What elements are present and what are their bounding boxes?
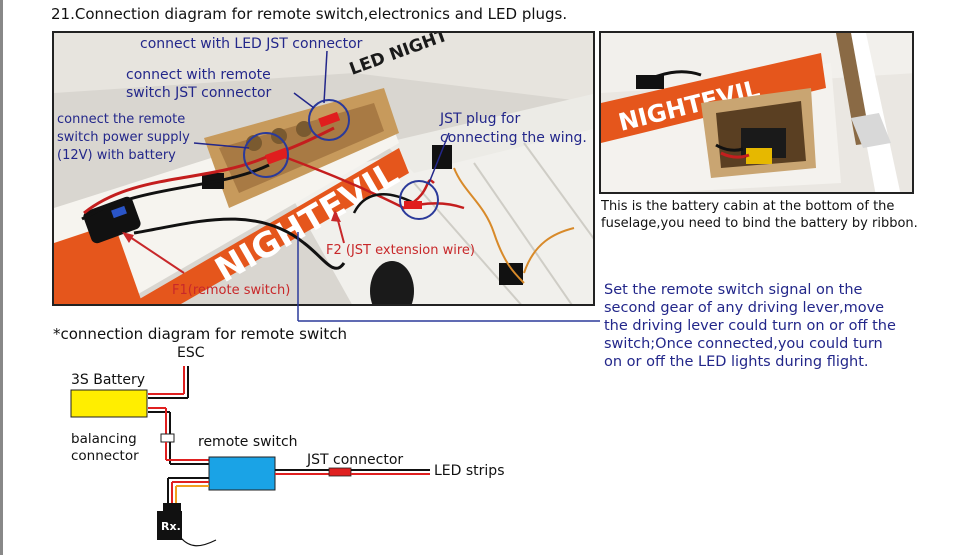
label-f1: F1(remote switch) xyxy=(172,283,291,298)
label-wing-1: JST plug for xyxy=(440,111,521,127)
side-photo-caption-1: This is the battery cabin at the bottom … xyxy=(601,199,895,214)
page-edge-bar xyxy=(0,0,3,555)
main-photo-illustration: NIGHTEVIL LED NIGHT xyxy=(54,33,593,304)
label-led-jst: connect with LED JST connector xyxy=(140,36,363,52)
side-photo-caption-2: fuselage,you need to bind the battery by… xyxy=(601,216,918,231)
rx-label: Rx. xyxy=(161,520,181,533)
remote-switch-box xyxy=(208,456,276,491)
diagram-battery-label: 3S Battery xyxy=(71,372,146,388)
page-heading: 21.Connection diagram for remote switch,… xyxy=(51,5,568,23)
jst-connector xyxy=(328,467,352,477)
note-line-5: on or off the LED lights during flight. xyxy=(604,354,869,370)
note-line-1: Set the remote switch signal on the xyxy=(604,282,863,298)
diagram-remote-switch-label: remote switch xyxy=(198,434,298,450)
balancing-connector xyxy=(160,433,175,443)
label-f2: F2 (JST extension wire) xyxy=(326,243,475,258)
diagram-jst-label: JST connector xyxy=(307,452,404,468)
note-line-3: the driving lever could turn on or off t… xyxy=(604,318,896,334)
side-photo: NIGHTEVIL xyxy=(599,31,914,194)
diagram-balancing-label-1: balancing xyxy=(71,431,137,447)
side-photo-illustration: NIGHTEVIL xyxy=(601,33,912,192)
label-remote-jst-1: connect with remote xyxy=(126,67,271,83)
label-power-3: (12V) with battery xyxy=(57,148,176,163)
diagram-led-strips-label: LED strips xyxy=(434,463,505,479)
diagram-esc-label: ESC xyxy=(177,345,205,361)
main-photo: NIGHTEVIL LED NIGHT xyxy=(52,31,595,306)
rx-plug xyxy=(163,503,181,511)
rx-box xyxy=(157,511,182,540)
diagram-balancing-label-2: connector xyxy=(71,448,139,464)
diagram-title: *connection diagram for remote switch xyxy=(53,325,348,343)
label-remote-jst-2: switch JST connector xyxy=(126,85,272,101)
label-power-1: connect the remote xyxy=(57,112,186,127)
label-power-2: switch power supply xyxy=(57,130,190,145)
battery-box xyxy=(70,389,148,418)
note-line-2: second gear of any driving lever,move xyxy=(604,300,885,316)
label-wing-2: connecting the wing. xyxy=(440,130,587,146)
note-line-4: switch;Once connected,you could turn xyxy=(604,336,883,352)
